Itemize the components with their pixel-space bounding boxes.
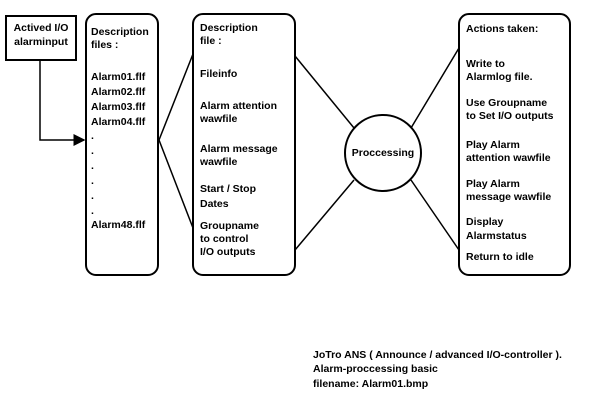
input-to-files-arrow: [39, 60, 86, 146]
input-box-line2: alarminput: [14, 36, 68, 48]
action-item-display: Display: [466, 216, 504, 228]
desc-process-line-bottom: [294, 179, 355, 251]
action-item-log: Write to: [466, 58, 505, 70]
files-box-title2: files :: [91, 39, 119, 51]
ellipsis-dot: .: [91, 130, 94, 142]
ellipsis-dot: .: [91, 175, 94, 187]
desc-item-attention: Alarm attention: [200, 100, 278, 112]
action-item-outputs: Use Groupname: [466, 97, 548, 109]
process-circle: [344, 114, 422, 192]
action-item-idle: Return to idle: [466, 251, 534, 263]
ellipsis-dot: .: [91, 145, 94, 157]
files-desc-line-bottom: [158, 139, 194, 229]
desc-box-title1: Description: [200, 22, 258, 34]
desc-item-groupname: Groupname: [200, 220, 259, 232]
file-item-last: Alarm48.flf: [91, 219, 146, 231]
file-item: Alarm02.flf: [91, 86, 146, 98]
footer-line2: Alarm-proccessing basic: [313, 363, 438, 375]
ellipsis-dot: .: [91, 205, 94, 217]
process-actions-line-top: [410, 47, 460, 129]
file-item: Alarm04.flf: [91, 116, 146, 128]
action-item-message: Play Alarm: [466, 178, 520, 190]
ellipsis-dot: .: [91, 190, 94, 202]
action-item-message: message wawfile: [466, 191, 552, 203]
footer-line3: filename: Alarm01.bmp: [313, 378, 429, 390]
ellipsis-dot: .: [91, 160, 94, 172]
process-actions-line-bottom: [410, 179, 460, 251]
action-item-attention: attention wawfile: [466, 152, 551, 164]
process-label: Proccessing: [351, 147, 415, 159]
desc-item-message: wawfile: [200, 156, 238, 168]
desc-item-dates: Dates: [200, 198, 229, 210]
desc-item-groupname: to control: [200, 233, 249, 245]
desc-process-line-top: [294, 55, 355, 129]
actions-box-title: Actions taken:: [466, 23, 539, 35]
input-box: [5, 15, 77, 61]
input-box-line1: Actived I/O: [13, 22, 69, 34]
files-desc-line-top: [158, 53, 194, 141]
action-item-display: Alarmstatus: [466, 230, 527, 242]
footer-line1: JoTro ANS ( Announce / advanced I/O-cont…: [313, 349, 562, 361]
desc-item-message: Alarm message: [200, 143, 278, 155]
actions-box: [458, 13, 571, 276]
action-item-attention: Play Alarm: [466, 139, 520, 151]
desc-item-fileinfo: Fileinfo: [200, 68, 238, 80]
desc-item-groupname: I/O outputs: [200, 246, 256, 258]
desc-item-attention: wawfile: [200, 113, 238, 125]
action-item-log: Alarmlog file.: [466, 71, 533, 83]
desc-box-title2: file :: [200, 35, 222, 47]
files-box: [85, 13, 159, 276]
files-box-title1: Description: [91, 26, 149, 38]
file-item: Alarm01.flf: [91, 71, 146, 83]
file-item: Alarm03.flf: [91, 101, 146, 113]
desc-item-dates: Start / Stop: [200, 183, 257, 195]
action-item-outputs: to Set I/O outputs: [466, 110, 554, 122]
desc-box: [192, 13, 296, 276]
